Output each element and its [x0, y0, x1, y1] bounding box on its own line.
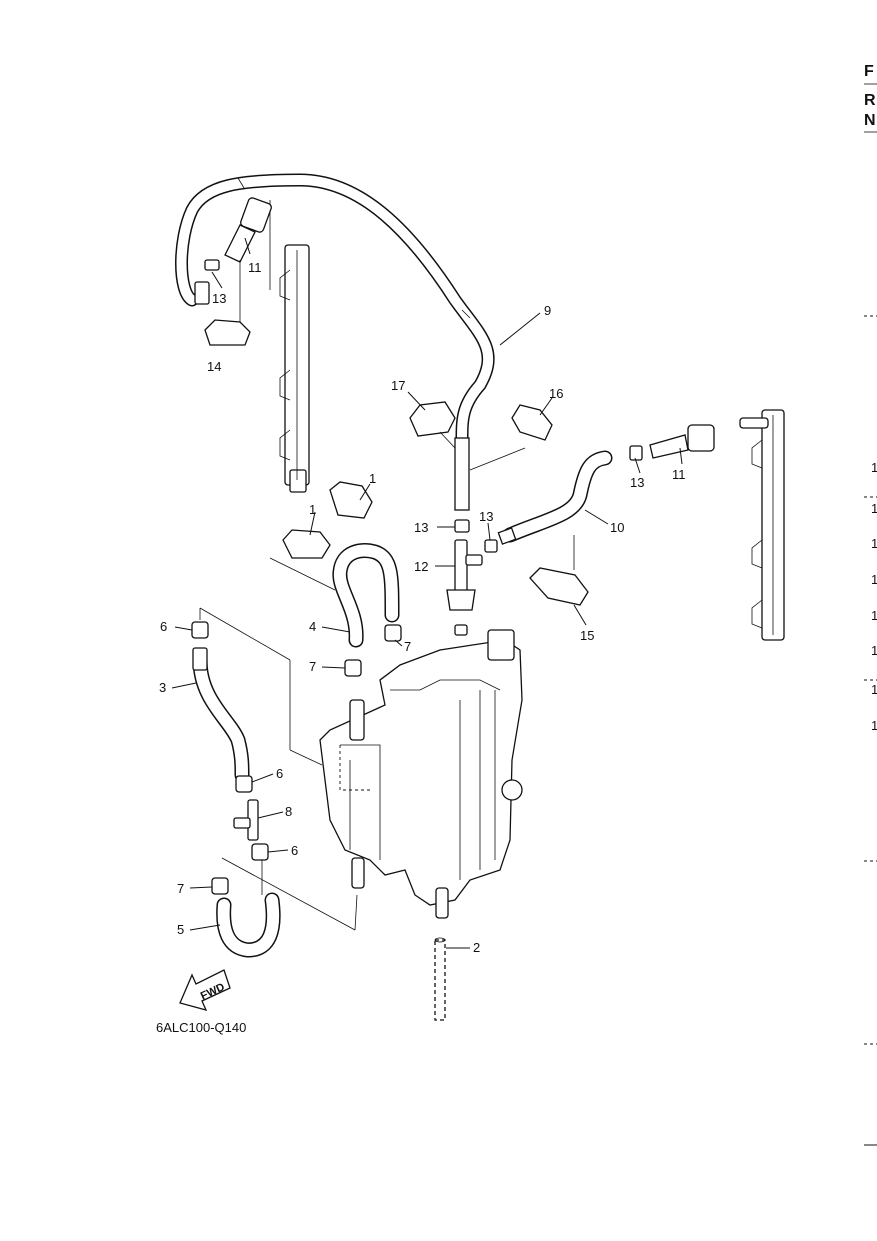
callout-7-right: 7 — [404, 639, 411, 654]
callout-14: 14 — [207, 359, 221, 374]
holder-17 — [409, 401, 456, 449]
edge-header-f: F — [864, 63, 874, 80]
callout-leaders — [171, 237, 683, 949]
callout-1-upper: 1 — [369, 471, 376, 486]
edge-number-1: 1 — [871, 460, 877, 475]
clip-7-c — [211, 877, 229, 895]
joint-12 — [446, 539, 483, 636]
edge-number-4: 1 — [871, 572, 877, 587]
hose-9 — [175, 173, 495, 511]
callout-12: 12 — [414, 559, 428, 574]
holder-15 — [529, 535, 589, 606]
clip-13-c — [454, 519, 470, 533]
hose-2 — [434, 937, 446, 1021]
clip-7-b — [344, 659, 362, 677]
callout-13-small: 13 — [479, 509, 493, 524]
right-edge-fragments: F R N 1 1 1 1 1 1 1 1 — [864, 63, 877, 1146]
callout-11-left: 11 — [248, 260, 262, 275]
holder-14 — [204, 260, 251, 346]
leader-holder-16 — [469, 447, 526, 471]
callout-4: 4 — [309, 619, 316, 634]
hose-5 — [216, 892, 281, 958]
fuel-rail-left — [269, 200, 310, 493]
leader-lines — [199, 607, 358, 931]
edge-number-3: 1 — [871, 536, 877, 551]
clip-13-d — [484, 539, 498, 553]
callout-8: 8 — [285, 804, 292, 819]
callout-13-center: 13 — [414, 520, 428, 535]
edge-header-r: R — [864, 92, 876, 109]
edge-number-2: 1 — [871, 501, 877, 516]
joint-8 — [233, 799, 259, 841]
edge-number-7: 1 — [871, 682, 877, 697]
callout-1-lower: 1 — [309, 502, 316, 517]
holder-1-b — [329, 481, 373, 519]
callout-13-left: 13 — [212, 291, 226, 306]
holder-16 — [511, 404, 553, 441]
callout-6-upper: 6 — [160, 619, 167, 634]
callout-15: 15 — [580, 628, 594, 643]
callout-13-right: 13 — [630, 475, 644, 490]
callout-6-mid: 6 — [276, 766, 283, 781]
leader-holder-1 — [269, 557, 336, 591]
callout-3: 3 — [159, 680, 166, 695]
clip-6-a — [191, 621, 209, 639]
hose-10 — [497, 450, 613, 545]
fuel-unit-body — [319, 629, 523, 919]
clip-7-a — [384, 624, 402, 642]
clip-13-b — [629, 445, 643, 461]
hose-3 — [192, 647, 250, 783]
callout-17: 17 — [391, 378, 405, 393]
edge-number-8: 1 — [871, 718, 877, 733]
connector-11-right — [649, 424, 715, 459]
callout-6-lower: 6 — [291, 843, 298, 858]
callouts: 11 13 14 9 17 16 13 11 10 1 1 13 13 12 1… — [159, 260, 686, 955]
callout-16: 16 — [549, 386, 563, 401]
callout-10: 10 — [610, 520, 624, 535]
diagram-code: 6ALC100-Q140 — [156, 1020, 246, 1035]
clip-6-b — [235, 775, 253, 793]
edge-number-5: 1 — [871, 608, 877, 623]
callout-2: 2 — [473, 940, 480, 955]
holder-1-a — [282, 529, 331, 559]
clip-13-a — [194, 259, 220, 305]
fwd-arrow: FWD — [179, 969, 231, 1011]
clip-6-c — [251, 843, 269, 861]
callout-7-lower: 7 — [177, 881, 184, 896]
callout-11-right: 11 — [672, 467, 686, 482]
callout-5: 5 — [177, 922, 184, 937]
callout-7-mid: 7 — [309, 659, 316, 674]
fuel-rail-right — [739, 409, 785, 641]
callout-9: 9 — [544, 303, 551, 318]
edge-number-6: 1 — [871, 643, 877, 658]
edge-header-n: N — [864, 112, 876, 129]
connector-11-left — [224, 197, 272, 263]
hose-4 — [332, 543, 400, 648]
